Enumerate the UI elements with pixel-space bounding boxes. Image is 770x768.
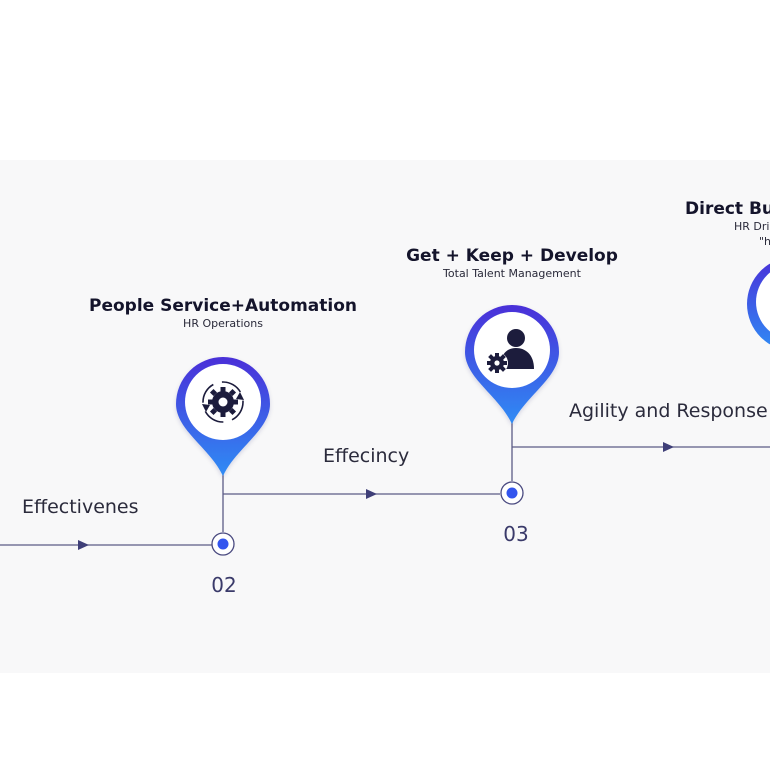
- step-number-03: 03: [503, 522, 528, 546]
- arrow-3: [663, 442, 674, 452]
- arrow-1: [78, 540, 89, 550]
- user-gear-icon: [486, 329, 534, 374]
- gear-cycle-icon: [202, 381, 244, 423]
- step-number-02: 02: [211, 573, 236, 597]
- milestone-note-04: "h: [759, 235, 770, 248]
- milestone-title-03: Get + Keep + Develop: [406, 246, 618, 266]
- arrow-2: [366, 489, 377, 499]
- arrowheads: [78, 442, 674, 550]
- milestone-title-04: Direct Bu: [685, 199, 770, 219]
- milestone-title-02: People Service+Automation: [89, 296, 357, 316]
- flow-label-3: Agility and Response: [569, 400, 768, 422]
- connector-lines: [0, 420, 770, 546]
- milestone-subtitle-02: HR Operations: [183, 317, 263, 330]
- node-02: [211, 532, 235, 556]
- partial-pin-icon: [747, 263, 770, 345]
- diagram-background: [0, 160, 770, 673]
- milestone-subtitle-03: Total Talent Management: [442, 267, 582, 280]
- node-03: [500, 481, 524, 505]
- flow-label-1: Effectivenes: [22, 496, 139, 518]
- milestone-subtitle-04: HR Dri: [734, 220, 769, 233]
- flow-label-2: Effecincy: [323, 445, 409, 467]
